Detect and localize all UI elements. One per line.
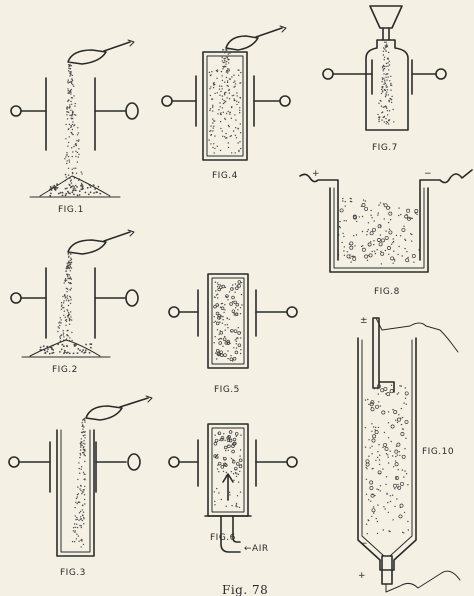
fig1-sand-pile	[39, 175, 111, 197]
fig5-label: FIG.5	[214, 385, 240, 395]
fig4-scoop	[225, 25, 287, 51]
fig10-minus-bottom: −	[360, 539, 368, 549]
fig8-label: FIG.8	[374, 287, 400, 297]
fig10-plus-bottom: +	[358, 571, 366, 581]
fig7-label: FIG.7	[372, 143, 398, 153]
fig2-scoop	[67, 229, 135, 255]
fig2-sand-pile	[29, 339, 101, 357]
fig8-minus: −	[424, 169, 432, 179]
plate-caption: Fig. 78	[222, 583, 268, 596]
fig6-sand-fill	[213, 430, 243, 509]
fig8-right-wire	[419, 169, 473, 261]
fig4-label: FIG.4	[212, 171, 238, 181]
fig3-sand-stream	[71, 417, 86, 548]
fig1-left-knob	[10, 105, 22, 117]
fig10-diagram: ± − + FIG.10	[357, 316, 461, 593]
fig10-bottom-wire	[385, 570, 461, 593]
fig5-sand-fill	[213, 280, 243, 362]
fig6-diagram: ←AIR FIG.6	[168, 423, 298, 554]
fig3-scoop	[85, 395, 153, 421]
fig8-plus: +	[312, 169, 320, 179]
fig7-sand-stream	[377, 41, 395, 125]
fig8-sand-fill	[337, 197, 420, 265]
fig8-diagram: + − FIG.8	[299, 169, 473, 297]
fig5-diagram: FIG.5	[168, 273, 298, 395]
fig3-container	[56, 429, 95, 557]
fig6-up-arrow	[222, 473, 234, 501]
fig4-sand-fill	[208, 48, 242, 154]
fig1-right-knob	[125, 102, 139, 120]
fig10-sand-fill	[364, 384, 409, 535]
fig7-bottle	[365, 39, 409, 131]
fig7-diagram: FIG.7	[322, 5, 447, 153]
fig10-lower-electrode	[381, 555, 393, 585]
fig6-air-pipe	[220, 515, 241, 553]
fig10-label: FIG.10	[422, 447, 454, 457]
fig6-air-label: ←AIR	[244, 544, 269, 554]
fig4-container	[202, 51, 248, 161]
fig2-sand-stream	[39, 251, 93, 355]
fig3-label: FIG.3	[60, 568, 86, 578]
fig2-label: FIG.2	[52, 365, 78, 375]
fig10-vessel	[357, 337, 417, 571]
fig2-diagram: FIG.2	[10, 229, 139, 375]
fig1-scoop	[67, 39, 135, 65]
fig8-left-wire	[299, 173, 339, 261]
fig1-label: FIG.1	[58, 205, 84, 215]
fig10-upper-electrode	[372, 317, 380, 389]
fig4-diagram: FIG.4	[161, 25, 291, 181]
fig6-label: FIG.6	[210, 533, 236, 543]
fig8-tank	[329, 187, 429, 273]
fig5-container	[207, 273, 249, 369]
fig3-diagram: FIG.3	[8, 395, 153, 578]
fig10-plus-top: ±	[360, 316, 368, 326]
fig10-top-wire	[375, 317, 459, 353]
fig1-sand-stream	[49, 61, 102, 197]
fig7-funnel	[369, 5, 403, 29]
fig1-diagram: FIG.1	[10, 39, 139, 215]
